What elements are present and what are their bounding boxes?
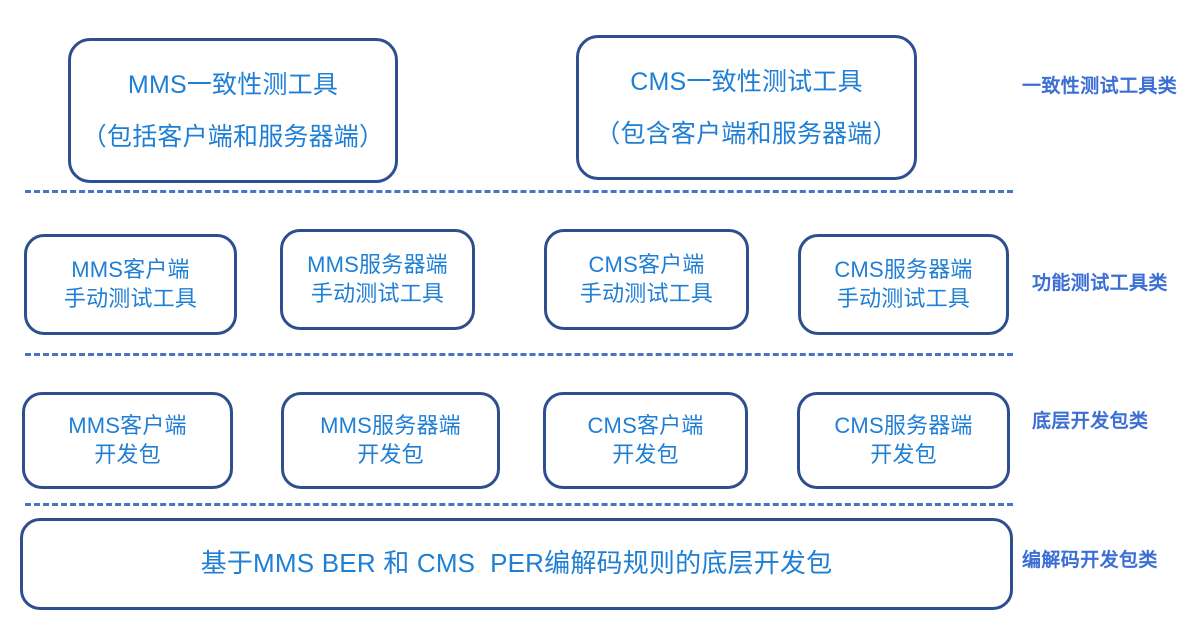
layer-divider-2 bbox=[25, 353, 1013, 356]
category-label-lowlevel: 底层开发包类 bbox=[1032, 411, 1149, 432]
node-title-line1: MMS一致性测工具 bbox=[127, 70, 339, 99]
node-mms-server-sdk[interactable]: MMS服务器端 开发包 bbox=[281, 392, 500, 489]
node-title-line1: CMS一致性测试工具 bbox=[630, 67, 863, 96]
node-title-line1: MMS客户端 bbox=[71, 257, 190, 283]
node-cms-server-manual-tool[interactable]: CMS服务器端 手动测试工具 bbox=[798, 234, 1009, 335]
node-title-line2: 开发包 bbox=[870, 441, 937, 467]
node-cms-client-manual-tool[interactable]: CMS客户端 手动测试工具 bbox=[544, 229, 749, 330]
node-title-line1: CMS客户端 bbox=[587, 413, 704, 439]
node-title-line2: 手动测试工具 bbox=[579, 280, 714, 306]
node-title-line2: 手动测试工具 bbox=[836, 285, 971, 311]
node-cms-client-sdk[interactable]: CMS客户端 开发包 bbox=[543, 392, 748, 489]
node-title-line1: MMS服务器端 bbox=[307, 252, 448, 278]
node-title-line2: 开发包 bbox=[94, 441, 161, 467]
category-label-codec: 编解码开发包类 bbox=[1022, 550, 1158, 571]
node-title-line1: CMS服务器端 bbox=[834, 257, 973, 283]
node-title-line1: MMS客户端 bbox=[68, 413, 187, 439]
node-title-line1: CMS客户端 bbox=[588, 252, 705, 278]
node-title-line2: 开发包 bbox=[612, 441, 679, 467]
node-mms-client-sdk[interactable]: MMS客户端 开发包 bbox=[22, 392, 233, 489]
node-title-line1: CMS服务器端 bbox=[834, 413, 973, 439]
node-title-line2: 开发包 bbox=[357, 441, 424, 467]
node-mms-client-manual-tool[interactable]: MMS客户端 手动测试工具 bbox=[24, 234, 237, 335]
node-title-line2: （包含客户端和服务器端） bbox=[595, 119, 898, 148]
node-cms-server-sdk[interactable]: CMS服务器端 开发包 bbox=[797, 392, 1010, 489]
layer-divider-3 bbox=[25, 503, 1013, 506]
node-mms-conformance-tool[interactable]: MMS一致性测工具 （包括客户端和服务器端） bbox=[68, 38, 398, 183]
node-codec-sdk[interactable]: 基于MMS BER 和 CMS PER编解码规则的底层开发包 bbox=[20, 518, 1013, 610]
category-label-functional: 功能测试工具类 bbox=[1032, 273, 1168, 294]
category-label-conformance: 一致性测试工具类 bbox=[1022, 76, 1178, 97]
node-title-line2: 手动测试工具 bbox=[63, 285, 198, 311]
node-title-line1: 基于MMS BER 和 CMS PER编解码规则的底层开发包 bbox=[200, 548, 833, 579]
node-title-line1: MMS服务器端 bbox=[320, 413, 461, 439]
layer-divider-1 bbox=[25, 190, 1013, 193]
node-cms-conformance-tool[interactable]: CMS一致性测试工具 （包含客户端和服务器端） bbox=[576, 35, 917, 180]
node-mms-server-manual-tool[interactable]: MMS服务器端 手动测试工具 bbox=[280, 229, 475, 330]
node-title-line2: 手动测试工具 bbox=[310, 280, 445, 306]
node-title-line2: （包括客户端和服务器端） bbox=[81, 122, 385, 151]
